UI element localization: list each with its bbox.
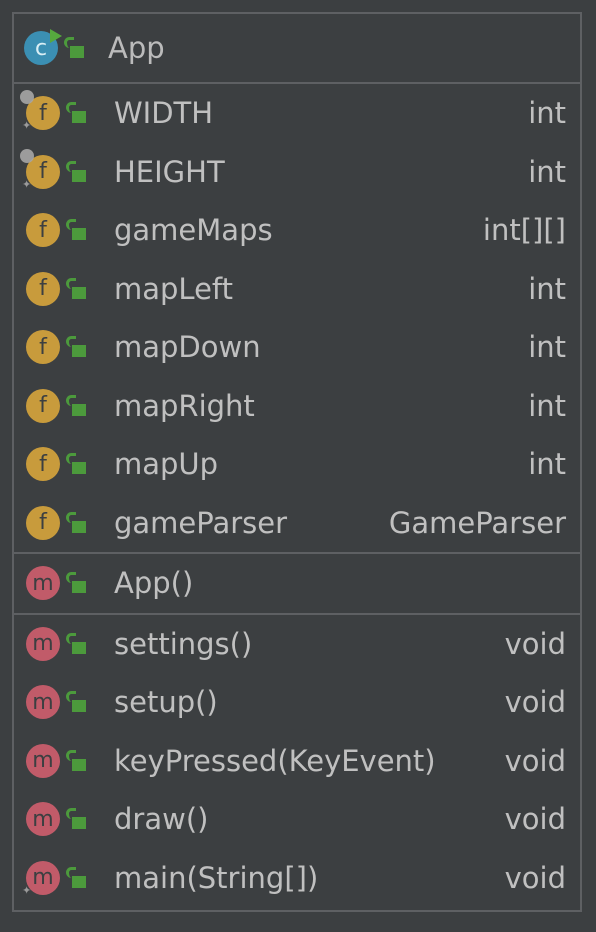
badge-letter: m	[32, 631, 54, 657]
badge-letter: m	[32, 806, 54, 832]
method-type: void	[504, 860, 566, 895]
method-icon: m	[26, 626, 60, 661]
field-name: mapRight	[114, 388, 255, 423]
public-lock-icon	[66, 808, 86, 830]
public-lock-icon	[66, 160, 86, 182]
field-row[interactable]: f gameParser GameParser	[14, 494, 580, 553]
field-type: int	[528, 154, 566, 189]
method-row[interactable]: m settings() void	[14, 615, 580, 674]
field-name: mapUp	[114, 447, 219, 482]
method-row[interactable]: m✦ main(String[]) void	[14, 849, 580, 908]
field-icon: f	[26, 330, 60, 365]
public-lock-icon	[66, 632, 86, 654]
field-icon: f✦	[20, 148, 60, 190]
constructors-section: m App()	[14, 554, 580, 615]
field-row[interactable]: f mapUp int	[14, 435, 580, 494]
field-type: int	[528, 330, 566, 365]
public-lock-icon	[64, 37, 84, 58]
public-lock-icon	[66, 453, 86, 475]
field-type: int[][]	[482, 213, 566, 248]
public-lock-icon	[66, 866, 86, 888]
static-modifier-icon: ✦	[22, 119, 32, 133]
method-name: settings()	[114, 626, 253, 661]
method-type: void	[504, 802, 566, 837]
methods-section: m settings() void m setup() void m keyPressed(K…	[14, 615, 580, 908]
badge-letter: m	[32, 570, 54, 596]
badge-letter: f	[39, 217, 47, 243]
public-lock-icon	[66, 336, 86, 358]
field-row[interactable]: f mapDown int	[14, 318, 580, 377]
method-type: void	[504, 685, 566, 720]
field-name: mapLeft	[114, 271, 233, 306]
static-pin-icon	[20, 90, 34, 105]
field-name: mapDown	[114, 330, 261, 365]
field-icon: f	[26, 388, 60, 423]
field-name: gameMaps	[114, 213, 273, 248]
method-name: setup()	[114, 685, 218, 720]
method-name: keyPressed(KeyEvent)	[114, 743, 436, 778]
class-header[interactable]: c App	[14, 14, 580, 84]
field-type: int	[528, 96, 566, 131]
field-icon: f	[26, 505, 60, 540]
method-name: main(String[])	[114, 860, 319, 895]
public-lock-icon	[66, 277, 86, 299]
method-icon: m	[26, 743, 60, 778]
public-lock-icon	[66, 394, 86, 416]
field-icon: f	[26, 213, 60, 248]
field-type: int	[528, 388, 566, 423]
constructor-name: App()	[114, 566, 194, 601]
method-row[interactable]: m keyPressed(KeyEvent) void	[14, 732, 580, 791]
class-badge-letter: c	[34, 35, 48, 61]
public-lock-icon	[66, 691, 86, 713]
method-icon: m✦	[22, 860, 60, 896]
badge-letter: f	[39, 159, 47, 185]
badge-letter: m	[32, 748, 54, 774]
method-icon: m	[26, 566, 60, 601]
method-name: draw()	[114, 802, 209, 837]
method-row[interactable]: m setup() void	[14, 673, 580, 732]
field-name: WIDTH	[114, 96, 214, 131]
class-title: App	[108, 31, 165, 65]
field-type: int	[528, 271, 566, 306]
static-pin-icon	[20, 148, 34, 163]
badge-letter: f	[39, 100, 47, 126]
badge-letter: f	[39, 451, 47, 477]
field-name: HEIGHT	[114, 154, 225, 189]
static-modifier-icon: ✦	[22, 177, 32, 191]
field-name: gameParser	[114, 505, 288, 540]
method-icon: m	[26, 802, 60, 837]
public-lock-icon	[66, 511, 86, 533]
field-row[interactable]: f mapRight int	[14, 377, 580, 436]
method-type: void	[504, 743, 566, 778]
badge-letter: f	[39, 393, 47, 419]
public-lock-icon	[66, 749, 86, 771]
class-icon: c	[24, 29, 62, 65]
public-lock-icon	[66, 572, 86, 594]
field-icon: f	[26, 447, 60, 482]
field-icon: f	[26, 271, 60, 306]
public-lock-icon	[66, 219, 86, 241]
field-type: int	[528, 447, 566, 482]
method-icon: m	[26, 685, 60, 720]
method-type: void	[504, 626, 566, 661]
badge-letter: m	[32, 865, 54, 891]
static-modifier-icon: ✦	[22, 883, 32, 897]
method-row[interactable]: m draw() void	[14, 790, 580, 849]
field-row[interactable]: f mapLeft int	[14, 260, 580, 319]
badge-letter: m	[32, 689, 54, 715]
field-row[interactable]: f gameMaps int[][]	[14, 201, 580, 260]
field-type: GameParser	[388, 505, 566, 540]
public-lock-icon	[66, 102, 86, 124]
constructor-row[interactable]: m App()	[14, 554, 580, 613]
badge-letter: f	[39, 334, 47, 360]
run-icon	[50, 29, 62, 43]
badge-letter: f	[39, 510, 47, 536]
field-icon: f✦	[20, 90, 60, 132]
badge-letter: f	[39, 276, 47, 302]
